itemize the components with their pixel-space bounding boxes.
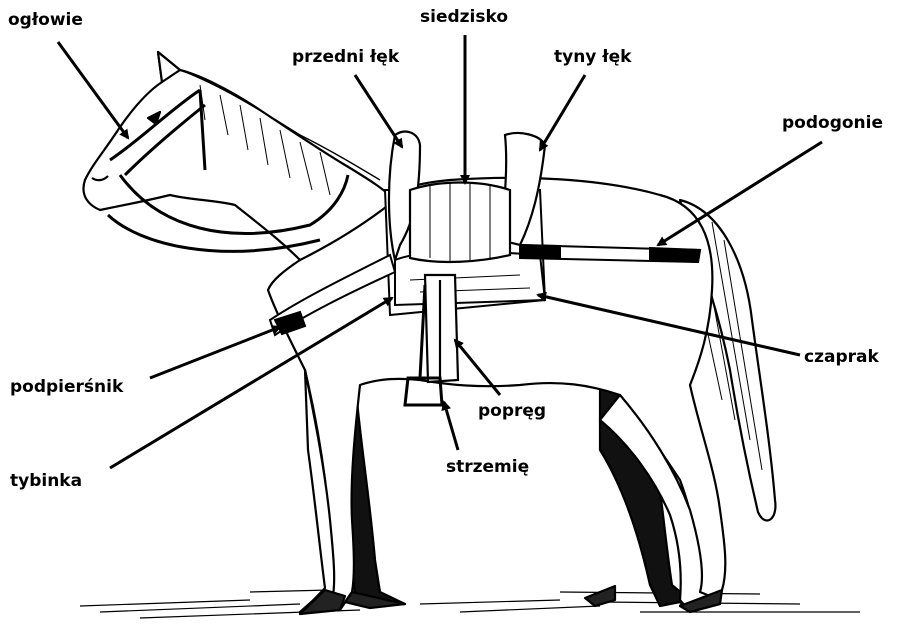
label-tylny-lek: tyny łęk: [554, 47, 632, 67]
pointer-przedni-lek: [355, 75, 402, 147]
pointer-strzemie: [444, 402, 458, 450]
label-czaprak: czaprak: [804, 347, 879, 367]
label-przedni-lek: przedni łęk: [292, 47, 400, 67]
label-podogonie: podogonie: [782, 113, 883, 133]
pointer-tylny-lek: [540, 75, 585, 150]
label-oglowie: ogłowie: [8, 10, 83, 30]
pointer-podogonie: [658, 142, 822, 245]
ground-hatching: [80, 590, 860, 618]
label-strzemie: strzemię: [446, 457, 529, 477]
label-tybinka: tybinka: [10, 471, 82, 491]
pointer-oglowie: [58, 42, 128, 138]
label-popreg: popręg: [478, 401, 546, 421]
label-podpiersnik: podpierśnik: [10, 377, 124, 397]
saddle-girth: [425, 275, 458, 382]
label-siedzisko: siedzisko: [420, 7, 508, 27]
pointer-podpiersnik: [150, 327, 280, 378]
